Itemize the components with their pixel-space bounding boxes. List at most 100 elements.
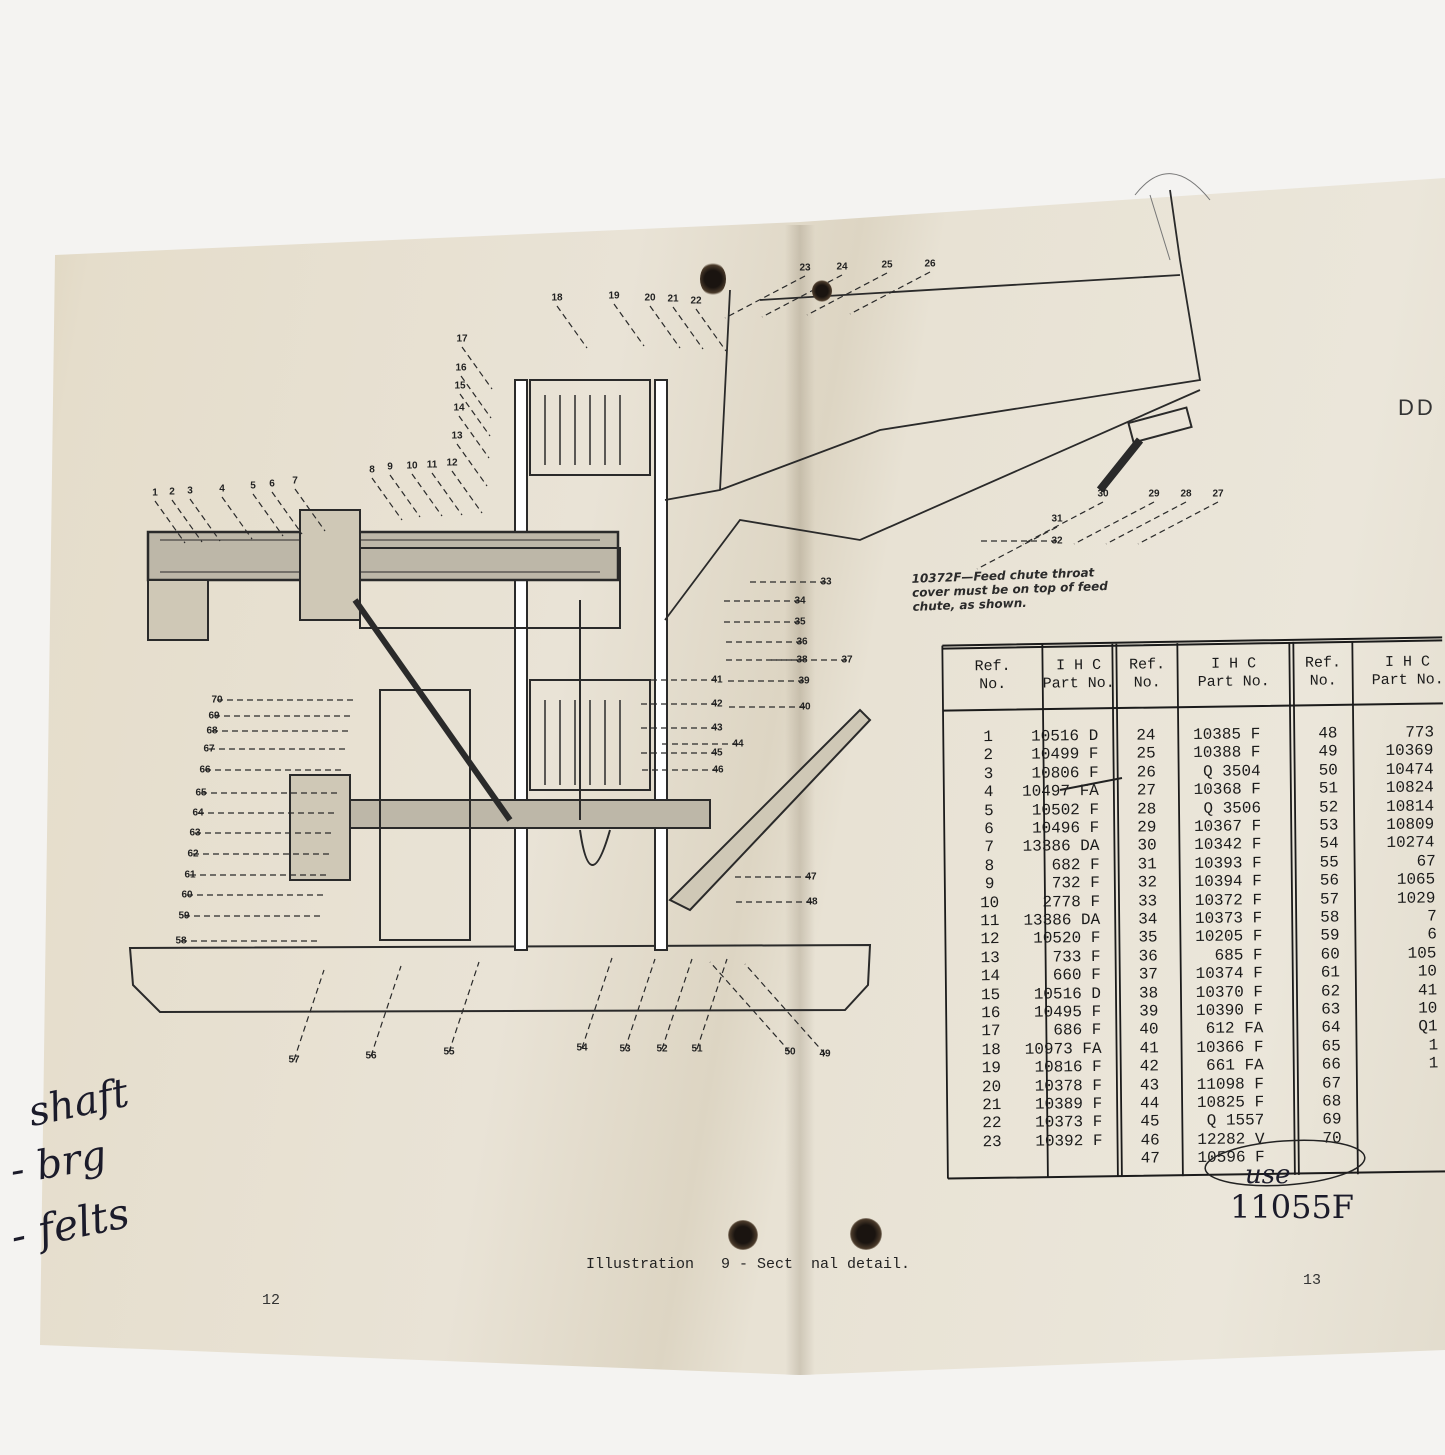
- callout-61: 61: [184, 869, 196, 881]
- leader-line: [459, 393, 491, 437]
- callout-53: 53: [619, 1043, 631, 1055]
- callout-37: 37: [841, 654, 853, 666]
- callout-43: 43: [711, 722, 723, 734]
- page-number-right: 13: [1303, 1272, 1322, 1289]
- hole: [850, 1218, 882, 1250]
- top-hopper: [529, 379, 651, 476]
- callout-46: 46: [712, 764, 724, 776]
- hole: [728, 1220, 758, 1250]
- callout-17: 17: [456, 333, 468, 345]
- callout-41: 41: [711, 674, 723, 686]
- callout-50: 50: [784, 1046, 796, 1058]
- callout-5: 5: [250, 480, 256, 492]
- callout-63: 63: [189, 827, 201, 839]
- leader-line: [1105, 501, 1187, 545]
- leader-line: [1022, 501, 1104, 545]
- callout-36: 36: [796, 636, 808, 648]
- callout-18: 18: [551, 292, 563, 304]
- leader-line: [461, 346, 493, 390]
- hole: [812, 280, 832, 302]
- leader-line: [411, 473, 443, 517]
- callout-21: 21: [667, 293, 679, 305]
- chute-handle: [1096, 437, 1144, 493]
- cone: [579, 829, 611, 866]
- leader-line: [293, 969, 325, 1061]
- callout-27: 27: [1212, 488, 1224, 500]
- callout-38: 38: [796, 654, 808, 666]
- hopper-ribs: [544, 395, 621, 465]
- leader-line: [556, 305, 588, 349]
- callout-2: 2: [169, 486, 175, 498]
- shaft-end-block: [147, 579, 209, 641]
- callout-31: 31: [1051, 513, 1063, 525]
- callout-54: 54: [576, 1042, 588, 1054]
- leader-line: [221, 496, 253, 540]
- callout-8: 8: [369, 464, 375, 476]
- leader-line: [613, 303, 645, 347]
- leader-line: [744, 963, 826, 1055]
- callout-14: 14: [453, 402, 465, 414]
- callout-64: 64: [192, 807, 204, 819]
- callout-6: 6: [269, 478, 275, 490]
- leader-line: [661, 958, 693, 1050]
- leader-line: [371, 477, 403, 521]
- leader-line: [458, 415, 490, 459]
- callout-69: 69: [208, 710, 220, 722]
- leader-line: [370, 965, 402, 1057]
- lower-hopper-ribs: [544, 700, 621, 785]
- callout-7: 7: [292, 475, 298, 487]
- callout-35: 35: [794, 616, 806, 628]
- illustration-caption: Illustration 9 - Sect nal detail.: [586, 1256, 911, 1273]
- callout-30: 30: [1097, 488, 1109, 500]
- hole: [700, 262, 726, 296]
- leader-line: [649, 305, 681, 349]
- callout-13: 13: [451, 430, 463, 442]
- callout-29: 29: [1148, 488, 1160, 500]
- leader-line: [271, 491, 303, 535]
- leader-line: [431, 472, 463, 516]
- leader-line: [1137, 501, 1219, 545]
- callout-51: 51: [691, 1043, 703, 1055]
- callout-57: 57: [288, 1054, 300, 1066]
- leader-line: [252, 493, 284, 537]
- leader-line: [806, 272, 888, 316]
- callout-42: 42: [711, 698, 723, 710]
- upper-shaft-lines: [160, 539, 600, 573]
- leader-line: [1073, 501, 1155, 545]
- callout-55: 55: [443, 1046, 455, 1058]
- leader-line: [154, 500, 186, 544]
- callout-28: 28: [1180, 488, 1192, 500]
- lower-hopper: [529, 679, 651, 791]
- handwritten-strike: [1059, 777, 1123, 791]
- callout-58: 58: [175, 935, 187, 947]
- leader-line: [171, 499, 203, 543]
- leader-lines: [154, 271, 1219, 1061]
- callout-26: 26: [924, 258, 936, 270]
- leader-line: [448, 961, 480, 1053]
- leader-line: [624, 958, 656, 1050]
- leader-line: [976, 526, 1058, 570]
- page-number-left: 12: [262, 1292, 281, 1309]
- callout-68: 68: [206, 725, 218, 737]
- callout-12: 12: [446, 457, 458, 469]
- callout-48: 48: [806, 896, 818, 908]
- callout-23: 23: [799, 262, 811, 274]
- chute-plate: [1127, 406, 1193, 444]
- feed-arm: [668, 708, 872, 912]
- leader-line: [672, 306, 704, 350]
- leader-line: [709, 961, 791, 1053]
- leader-line: [451, 470, 483, 514]
- handwritten-replacement-part: 11055F: [1230, 1188, 1354, 1226]
- callout-66: 66: [199, 764, 211, 776]
- callout-10: 10: [406, 460, 418, 472]
- callout-52: 52: [656, 1043, 668, 1055]
- callout-40: 40: [799, 701, 811, 713]
- leader-line: [849, 271, 931, 315]
- base-slab: [128, 943, 872, 1014]
- leader-line: [695, 308, 727, 352]
- callout-1: 1: [152, 487, 158, 499]
